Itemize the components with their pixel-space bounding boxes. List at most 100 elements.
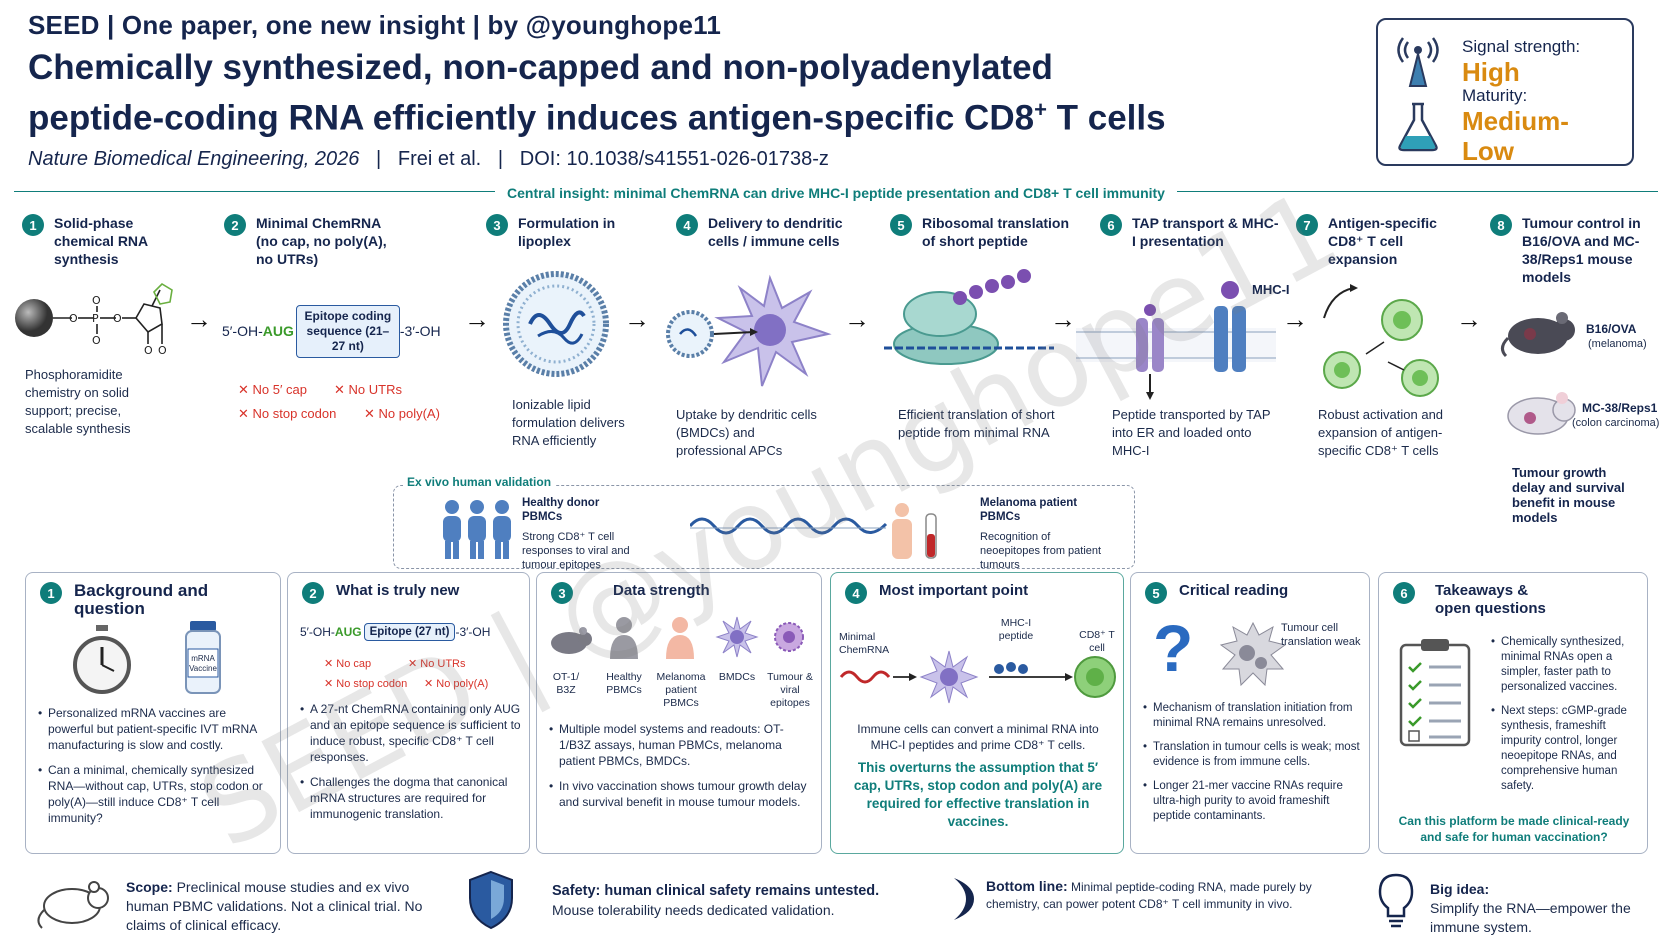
step-3-desc: Ionizable lipid formulation delivers RNA…: [512, 397, 625, 448]
mhc-label: MHC-I: [1252, 282, 1290, 297]
svg-text:O: O: [113, 312, 122, 325]
panel-3-bullets: Multiple model systems and readouts: OT-…: [549, 721, 811, 819]
maturity-label: Maturity:: [1462, 86, 1528, 105]
footer-scope: Scope: Preclinical mouse studies and ex …: [126, 878, 426, 935]
x-no-polya: ✕ No poly(A): [364, 406, 440, 421]
x-no-utrs: ✕ No UTRs: [334, 382, 402, 397]
doi-link[interactable]: DOI: 10.1038/s41551-026-01738-z: [519, 147, 829, 170]
step-5-title: Ribosomal translation of short peptide: [922, 215, 1070, 249]
seq-5prime: 5′-OH-: [222, 323, 263, 339]
footer-safety: Safety: human clinical safety remains un…: [552, 882, 952, 920]
central-insight: Central insight: minimal ChemRNA can dri…: [0, 185, 1672, 203]
citation-sep-1: |: [364, 147, 393, 170]
citation-sep-2: |: [486, 147, 515, 170]
panel-5-number: 5: [1145, 582, 1167, 604]
step-1-desc: Phosphoramidite chemistry on solid suppo…: [25, 367, 131, 436]
panel-data-strength: 3 Data strength OT-1/ B3Z Healthy PBMCs …: [536, 572, 822, 854]
signal-strength-label: Signal strength:: [1462, 37, 1581, 56]
step-4-title: Delivery to dendritic cells / immune cel…: [708, 215, 843, 249]
panel-5-title: Critical reading: [1179, 582, 1289, 599]
step-8-title: Tumour control in B16/OVA and MC-38/Reps…: [1522, 215, 1641, 285]
tumour-cell-icon: [1219, 621, 1287, 687]
patient-tube-icon: [892, 503, 937, 559]
panel-4-number: 4: [845, 582, 867, 604]
panel-6-bullet-1: Chemically synthesized, minimal RNAs ope…: [1491, 635, 1643, 695]
bmdc-icon: [715, 616, 759, 658]
citation: Nature Biomedical Engineering, 2026 | Fr…: [28, 148, 1358, 171]
step-6-title: TAP transport & MHC-I presentation: [1132, 215, 1279, 249]
x-no-stop: ✕ No stop codon: [238, 406, 337, 421]
panel-2-title: What is truly new: [336, 582, 460, 599]
panel-6-title: Takeaways & open questions: [1435, 582, 1546, 617]
p4-label-tcell: CD8⁺ T cell: [1079, 629, 1115, 654]
title-tail: T cells: [1046, 98, 1166, 138]
bottom-label: Bottom line:: [986, 878, 1068, 894]
question-mark-icon: ?: [1153, 611, 1194, 685]
safety-text: Mouse tolerability needs dedicated valid…: [552, 902, 835, 918]
title-line-2: peptide-coding RNA efficiently induces a…: [28, 89, 1358, 140]
exvivo-melanoma-desc: Recognition of neoepitopes from patient …: [980, 531, 1102, 571]
panel-background: 1 Background and question mRNA Vaccine P…: [25, 572, 281, 854]
panel-5-bullets: Mechanism of translation initiation from…: [1143, 701, 1365, 833]
svg-text:P: P: [92, 312, 99, 325]
crescent-icon: [954, 878, 974, 920]
panel-4-title: Most important point: [879, 582, 1029, 599]
step-7: 7 Antigen-specific CD8⁺ T cell expansion: [1296, 214, 1446, 268]
exvivo-healthy-desc: Strong CD8⁺ T cell responses to viral an…: [522, 531, 630, 571]
step-8-number: 8: [1490, 214, 1512, 236]
safety-label: Safety: human clinical safety remains un…: [552, 883, 880, 899]
panel-1-title: Background and question: [74, 581, 209, 618]
panel-critical: 5 Critical reading ? Tumour cell transla…: [1130, 572, 1370, 854]
panel-1-bullets: Personalized mRNA vaccines are powerful …: [38, 705, 270, 835]
panel-3-title: Data strength: [613, 582, 710, 599]
svg-text:O: O: [92, 294, 101, 307]
step-1: 1 Solid-phase chemical RNA synthesis: [22, 214, 182, 268]
rna-strand-icon: [690, 517, 888, 535]
arrow-icon: →: [844, 304, 870, 334]
step-2-number: 2: [224, 214, 246, 236]
lipoplex-icon: [503, 271, 609, 377]
idea-label: Big idea:: [1430, 881, 1490, 897]
epitope-icon: [774, 622, 804, 652]
t-cell-expansion-icon: [1323, 284, 1439, 397]
panel-5-bullet-2: Translation in tumour cells is weak; mos…: [1143, 740, 1365, 770]
central-insight-text: Central insight: minimal ChemRNA can dri…: [495, 185, 1177, 201]
panel-3-number: 3: [551, 582, 573, 604]
svg-text:O: O: [158, 344, 167, 357]
panel-6-number: 6: [1393, 582, 1415, 604]
step-1-title: Solid-phase chemical RNA synthesis: [54, 215, 148, 267]
p6-question: Can this platform be made clinical-ready…: [1398, 814, 1630, 844]
black-mouse-icon: [1501, 312, 1575, 358]
panel-2-bullet-2: Challenges the dogma that canonical mRNA…: [300, 774, 522, 822]
step-8-desc: Tumour growth delay and survival benefit…: [1512, 465, 1625, 525]
ribosome-icon: [884, 269, 1054, 365]
stopwatch-icon: [73, 625, 131, 694]
panel-5-bullet-1: Mechanism of translation initiation from…: [1143, 701, 1365, 731]
svg-text:O: O: [92, 334, 101, 347]
step-2: 2 Minimal ChemRNA (no cap, no poly(A), n…: [224, 214, 424, 268]
arrow-icon: →: [1282, 304, 1308, 334]
signal-strength-row: Signal strength: High: [1390, 30, 1620, 94]
p4-text: Immune cells can convert a minimal RNA i…: [857, 722, 1099, 752]
title-line-2-text: peptide-coding RNA efficiently induces a…: [28, 98, 1035, 138]
step-2-title: Minimal ChemRNA (no cap, no poly(A), no …: [256, 215, 387, 267]
step-6-desc: Peptide transported by TAP into ER and l…: [1112, 407, 1271, 458]
dendritic-cell-icon: [666, 274, 832, 387]
panel-2-number: 2: [302, 582, 324, 604]
page-title: Chemically synthesized, non-capped and n…: [28, 47, 1358, 140]
step-4-number: 4: [676, 214, 698, 236]
model-b16-sub: (melanoma): [1588, 338, 1647, 350]
header: SEED | One paper, one new insight | by @…: [28, 10, 1358, 171]
footer-big-idea: Big idea: Simplify the RNA—empower the i…: [1430, 880, 1650, 937]
exvivo-title: Ex vivo human validation: [403, 475, 556, 489]
arrow-icon: →: [186, 304, 212, 334]
panel-3-bullet-2: In vivo vaccination shows tumour growth …: [549, 778, 811, 810]
step-4: 4 Delivery to dendritic cells / immune c…: [676, 214, 866, 250]
step-6: 6 TAP transport & MHC-I presentation: [1100, 214, 1290, 250]
step-3-title: Formulation in lipoplex: [518, 215, 616, 249]
footer-bottom-line: Bottom line: Minimal peptide-coding RNA,…: [986, 878, 1366, 913]
lightbulb-icon: [1378, 873, 1414, 928]
p2-seq-5prime: 5′-OH-: [300, 625, 335, 639]
svg-text:O: O: [69, 312, 78, 325]
